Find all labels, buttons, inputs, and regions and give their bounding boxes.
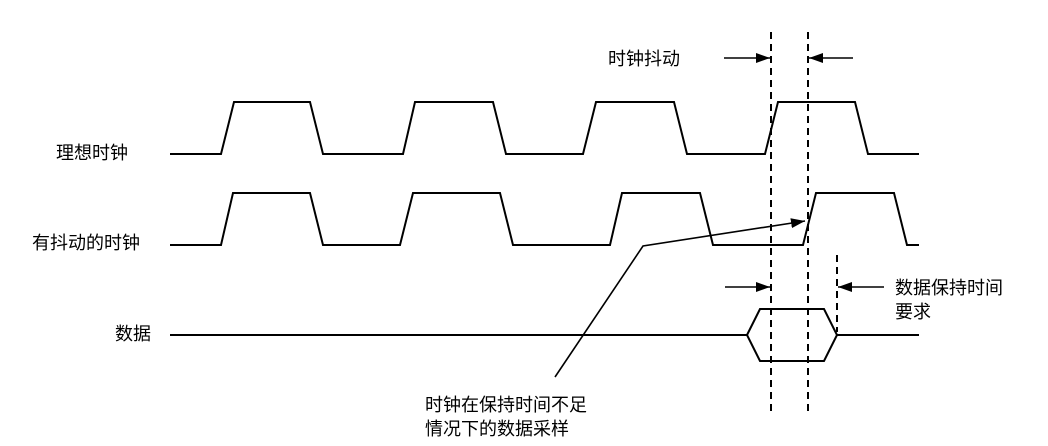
label-clock-jitter: 时钟抖动 xyxy=(608,49,680,70)
label-sampling-note-2: 情况下的数据采样 xyxy=(425,419,569,440)
label-hold-requirement-1: 数据保持时间 xyxy=(895,278,1003,299)
jitter-clock-waveform xyxy=(170,192,919,246)
data-valid-window xyxy=(745,308,839,362)
label-sampling-note-1: 时钟在保持时间不足 xyxy=(425,395,587,416)
label-hold-requirement-2: 要求 xyxy=(895,302,931,323)
label-ideal-clock: 理想时钟 xyxy=(56,143,128,164)
sampling-pointer-arrow-icon xyxy=(554,218,806,378)
label-data: 数据 xyxy=(115,324,151,345)
label-jitter-clock: 有抖动的时钟 xyxy=(32,233,140,254)
ideal-clock-waveform xyxy=(170,101,919,155)
